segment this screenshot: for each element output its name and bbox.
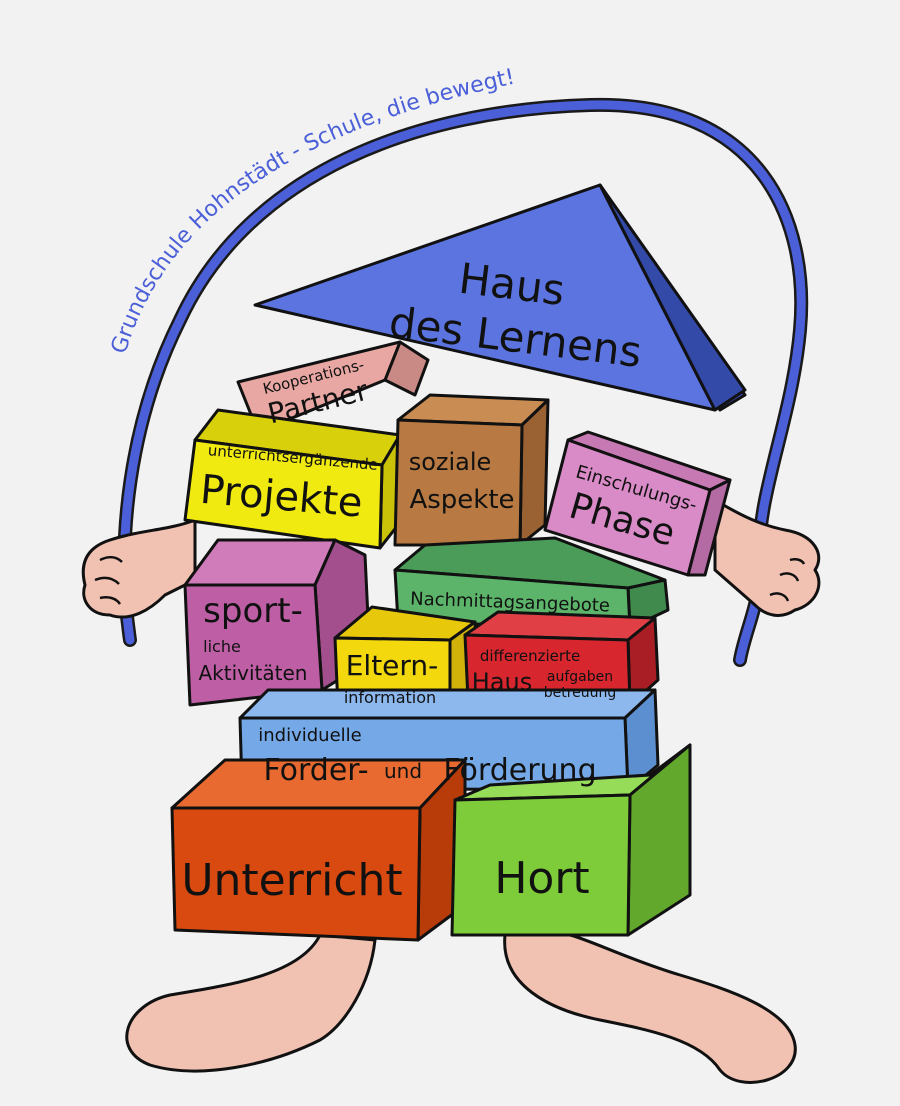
haus-label-1: differenzierte — [480, 647, 580, 665]
sport-label-2: liche — [203, 637, 241, 656]
forder-label-3: und — [384, 759, 422, 783]
left-arm — [81, 518, 197, 619]
hort-block — [450, 743, 692, 937]
haus-label-3: aufgaben — [547, 669, 613, 685]
haus-label-4: betreuung — [544, 685, 617, 701]
left-foot — [125, 933, 377, 1073]
right-arm — [713, 498, 821, 617]
forder-label-2: Forder- — [263, 753, 368, 788]
soziale-label-2: Aspekte — [409, 485, 514, 515]
soziale-label-1: soziale — [409, 448, 492, 476]
right-foot — [503, 933, 797, 1084]
haus-label-2: Haus — [472, 668, 532, 696]
sport-label-1: sport- — [203, 591, 303, 631]
roof-block — [253, 183, 747, 412]
haus-block — [463, 610, 660, 707]
forder-label-4: Förderung — [443, 753, 596, 788]
unterricht-label: Unterricht — [181, 855, 402, 906]
unterricht-block — [170, 758, 467, 942]
eltern-label-1: Eltern- — [346, 649, 439, 682]
hort-label: Hort — [494, 853, 589, 904]
forder-label-1: individuelle — [258, 725, 361, 746]
eltern-label-2: information — [344, 688, 436, 707]
einschulung-block — [543, 430, 732, 577]
sport-label-3: Aktivitäten — [199, 661, 308, 685]
